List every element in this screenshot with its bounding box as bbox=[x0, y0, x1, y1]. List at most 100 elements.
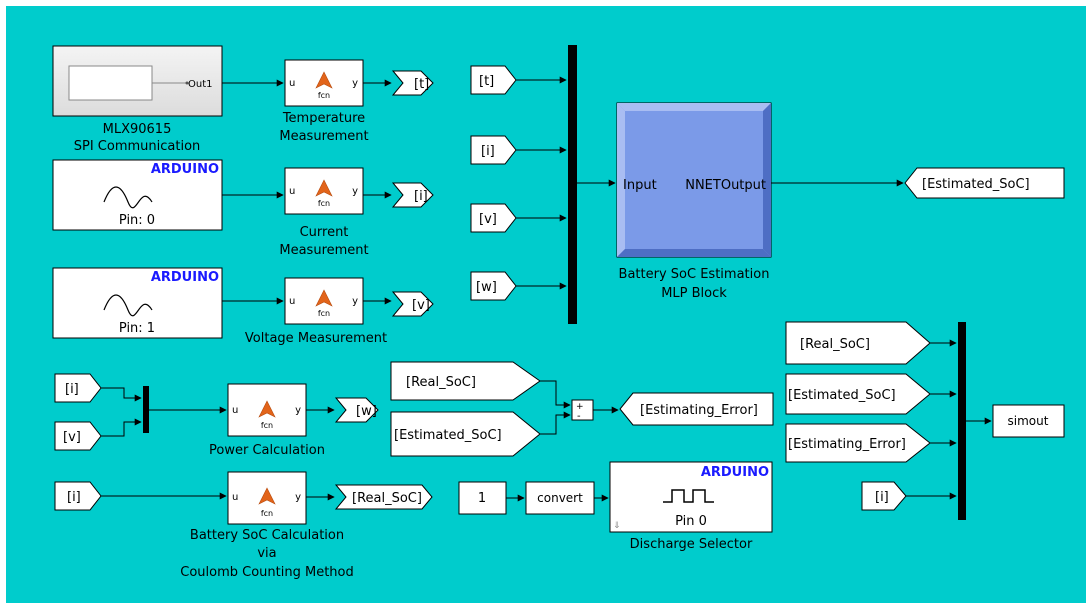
sine-wave-icon bbox=[103, 294, 153, 317]
from-tag-estimated-soc-out[interactable]: [Estimated_SoC] bbox=[785, 373, 931, 415]
spi-communication-block[interactable]: Out1 bbox=[52, 45, 223, 117]
discharge-pin-label: Pin 0 bbox=[675, 514, 707, 529]
sum-minus-sign: - bbox=[577, 411, 581, 422]
from-tag-i[interactable]: [i] bbox=[470, 135, 517, 165]
arduino-analog-pin0-block[interactable]: ARDUINO Pin: 0 bbox=[52, 159, 223, 231]
fcn-input-port: u bbox=[289, 78, 295, 89]
nnet-caption-line1: Battery SoC Estimation bbox=[619, 267, 770, 282]
matlab-logo-icon bbox=[258, 400, 276, 418]
from-tag-estimated-soc[interactable]: [Estimated_SoC] bbox=[390, 411, 541, 457]
from-tag-label: [i] bbox=[481, 144, 495, 159]
arduino-analog-pin1-block[interactable]: ARDUINO Pin: 1 bbox=[52, 267, 223, 339]
fcn-output-port: y bbox=[295, 405, 301, 416]
nnet-caption-line2: MLP Block bbox=[661, 286, 727, 301]
power-fcn-block[interactable]: u y fcn bbox=[227, 383, 307, 437]
discharge-selector-block[interactable]: ARDUINO Pin 0 ⇓ bbox=[609, 461, 773, 533]
simout-block[interactable]: simout bbox=[992, 404, 1065, 438]
goto-tag-real-soc[interactable]: [Real_SoC] bbox=[334, 484, 433, 510]
from-tag-real-soc-out[interactable]: [Real_SoC] bbox=[785, 321, 931, 365]
from-tag-label: [Real_SoC] bbox=[800, 337, 870, 352]
from-tag-label: [w] bbox=[476, 280, 497, 295]
goto-tag-t[interactable]: [t] bbox=[391, 70, 434, 96]
from-tag-label: [Estimated_SoC] bbox=[394, 428, 502, 443]
goto-tag-label: [Estimating_Error] bbox=[640, 403, 758, 418]
nnet-mlp-block[interactable]: Input NNETOutput bbox=[616, 102, 772, 258]
from-tag-i-power[interactable]: [i] bbox=[54, 373, 102, 403]
goto-tag-i[interactable]: [i] bbox=[391, 182, 434, 208]
fcn-input-port: u bbox=[232, 405, 238, 416]
arduino-pin-label: Pin: 1 bbox=[119, 321, 155, 336]
fcn-output-port: y bbox=[352, 186, 358, 197]
mux-bar-nnet-input[interactable] bbox=[568, 45, 577, 324]
from-tag-label: [i] bbox=[67, 490, 81, 505]
mux-bar-simout[interactable] bbox=[958, 322, 966, 520]
from-tag-label: [Estimated_SoC] bbox=[788, 388, 896, 403]
sum-block[interactable]: + - bbox=[571, 399, 594, 422]
fcn-input-port: u bbox=[289, 296, 295, 307]
from-tag-i-soc[interactable]: [i] bbox=[54, 481, 102, 511]
from-tag-estimating-error-out[interactable]: [Estimating_Error] bbox=[785, 423, 931, 463]
signal-lines bbox=[101, 76, 992, 502]
goto-tag-label: [w] bbox=[356, 404, 377, 419]
mux-bar-power[interactable] bbox=[143, 386, 149, 433]
port-arrow-icon: ⇓ bbox=[613, 521, 621, 531]
voltage-caption: Voltage Measurement bbox=[245, 331, 387, 346]
spi-caption-line1: MLX90615 bbox=[103, 122, 172, 137]
from-tag-w[interactable]: [w] bbox=[470, 271, 517, 301]
sum-plus-sign: + bbox=[576, 402, 584, 412]
arduino-pin-label: Pin: 0 bbox=[119, 213, 155, 228]
matlab-logo-icon bbox=[315, 179, 333, 197]
from-tag-label: [i] bbox=[65, 382, 79, 397]
goto-tag-w[interactable]: [w] bbox=[334, 397, 379, 423]
spi-out-port-label: Out1 bbox=[188, 79, 213, 90]
convert-block[interactable]: convert bbox=[525, 481, 595, 515]
from-tag-label: [t] bbox=[479, 74, 494, 89]
goto-tag-v[interactable]: [v] bbox=[391, 291, 434, 317]
temperature-caption-line1: Temperature bbox=[282, 111, 365, 126]
matlab-logo-icon bbox=[315, 71, 333, 89]
goto-tag-label: [t] bbox=[414, 77, 429, 92]
goto-tag-estimated-soc[interactable]: [Estimated_SoC] bbox=[904, 167, 1065, 199]
from-tag-label: [i] bbox=[875, 490, 889, 505]
spi-caption-line2: SPI Communication bbox=[74, 139, 201, 154]
discharge-caption: Discharge Selector bbox=[630, 537, 753, 552]
current-fcn-block[interactable]: u y fcn bbox=[284, 167, 364, 215]
fcn-name-label: fcn bbox=[318, 91, 330, 100]
goto-tag-label: [Real_SoC] bbox=[352, 491, 422, 506]
simout-label: simout bbox=[1008, 414, 1049, 428]
fcn-output-port: y bbox=[295, 492, 301, 503]
nnet-input-port: Input bbox=[623, 178, 657, 193]
goto-tag-estimating-error[interactable]: [Estimating_Error] bbox=[619, 392, 774, 426]
from-tag-v-power[interactable]: [v] bbox=[54, 421, 102, 451]
arduino-brand-label: ARDUINO bbox=[151, 270, 219, 285]
from-tag-v[interactable]: [v] bbox=[470, 203, 517, 233]
temperature-caption-line2: Measurement bbox=[279, 129, 368, 144]
nnet-output-port: NNETOutput bbox=[685, 178, 766, 193]
from-tag-label: [v] bbox=[63, 430, 81, 445]
from-tag-i-out[interactable]: [i] bbox=[861, 481, 907, 511]
goto-tag-label: [Estimated_SoC] bbox=[922, 177, 1030, 192]
fcn-input-port: u bbox=[232, 492, 238, 503]
fcn-name-label: fcn bbox=[318, 309, 330, 318]
from-tag-real-soc[interactable]: [Real_SoC] bbox=[390, 361, 541, 401]
arduino-brand-label: ARDUINO bbox=[151, 162, 219, 177]
soc-caption-line2: via bbox=[257, 546, 276, 561]
soc-coulomb-fcn-block[interactable]: u y fcn bbox=[227, 471, 307, 525]
fcn-name-label: fcn bbox=[261, 421, 273, 430]
fcn-output-port: y bbox=[352, 78, 358, 89]
pulse-wave-icon bbox=[663, 489, 714, 503]
from-tag-label: [Real_SoC] bbox=[406, 375, 476, 390]
from-tag-label: [v] bbox=[479, 212, 497, 227]
temperature-fcn-block[interactable]: u y fcn bbox=[284, 59, 364, 107]
goto-tag-label: [i] bbox=[414, 189, 428, 204]
fcn-name-label: fcn bbox=[261, 509, 273, 518]
from-tag-t[interactable]: [t] bbox=[470, 65, 517, 95]
convert-label: convert bbox=[537, 491, 583, 505]
constant-block[interactable]: 1 bbox=[458, 481, 507, 515]
voltage-fcn-block[interactable]: u y fcn bbox=[284, 277, 364, 325]
current-caption-line2: Measurement bbox=[279, 243, 368, 258]
current-caption-line1: Current bbox=[300, 225, 349, 240]
from-tag-label: [Estimating_Error] bbox=[788, 437, 906, 452]
fcn-name-label: fcn bbox=[318, 199, 330, 208]
